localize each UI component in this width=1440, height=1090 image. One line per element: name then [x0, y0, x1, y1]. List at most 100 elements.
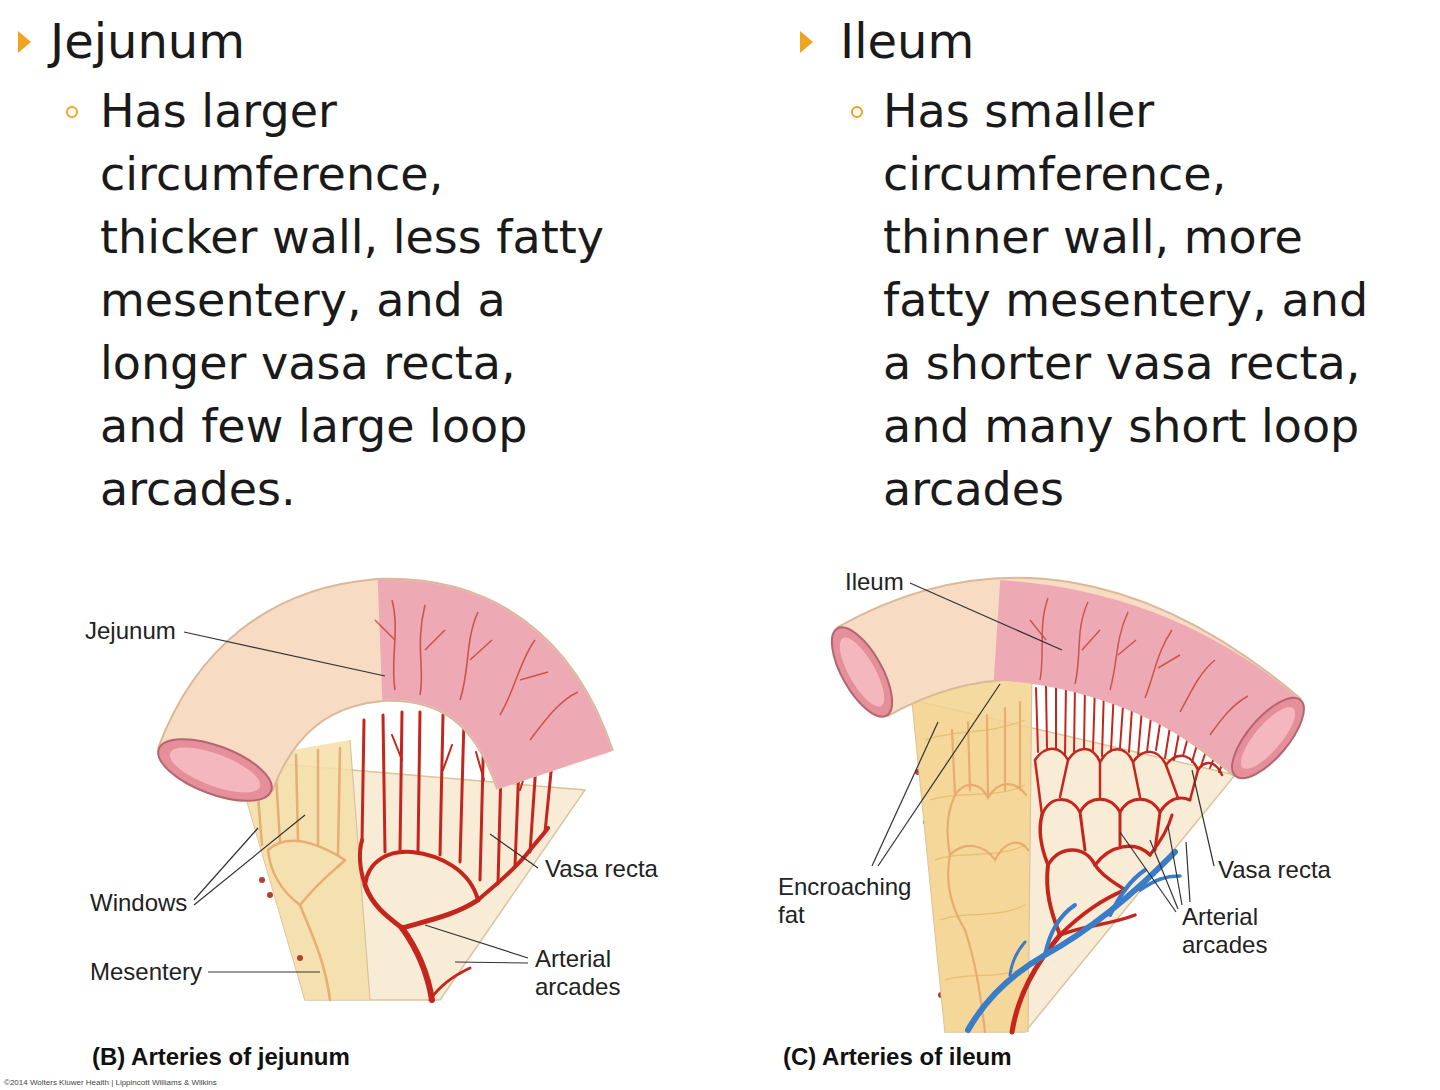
ileum-artery	[1035, 760, 1198, 815]
jejunum-wall-vessel	[420, 605, 425, 695]
jejunum-mesentery	[235, 740, 585, 1000]
jejunum-tube	[150, 640, 555, 814]
bullet-marker	[800, 31, 813, 53]
bullet-marker	[67, 107, 77, 117]
ileum-wall-vessel	[1040, 598, 1048, 680]
bullet-heading: Jejunum	[50, 12, 245, 70]
label-holder: Arterial arcades	[1182, 903, 1302, 959]
ileum-vein	[1010, 942, 1025, 975]
leader-line	[194, 828, 258, 900]
ileum-vein	[1045, 905, 1075, 955]
label-holder: (C) Arteries of ileum	[783, 1043, 1011, 1071]
jejunum-tube	[164, 738, 265, 802]
jejunum-wall-vessel	[375, 600, 578, 740]
ileum-artery	[1040, 815, 1048, 865]
leader-line	[455, 962, 528, 963]
leader-line	[872, 583, 1214, 912]
leader-line	[490, 834, 538, 868]
bullet-text: Has larger circumference, thicker wall, …	[100, 80, 613, 521]
label-holder: Has larger circumference, thicker wall, …	[100, 80, 613, 521]
part-label: Encroaching fat	[778, 873, 918, 929]
jejunum-faded-vessel	[300, 860, 345, 905]
part-label: Arterial arcades	[1182, 903, 1302, 959]
label-holder: Jejunum	[50, 12, 245, 70]
leader-line	[184, 632, 385, 676]
leader-line	[878, 684, 1000, 866]
leader-line	[1192, 770, 1214, 866]
ileum-vein	[1140, 876, 1180, 890]
ileum-wall-vessel	[1075, 602, 1088, 684]
jejunum-artery	[360, 828, 548, 1000]
part-label: Ileum	[845, 568, 904, 596]
leader-line	[1168, 826, 1182, 905]
jejunum-artery	[360, 840, 365, 885]
ileum-wall-vessel	[1145, 630, 1172, 698]
label-holder: Ileum	[845, 568, 904, 596]
ileum-wall-vessel	[1210, 696, 1248, 735]
ileum-artery	[1060, 890, 1125, 935]
encroaching-fat	[925, 720, 1025, 980]
bullet-heading: Ileum	[840, 12, 974, 70]
ileum-tube	[862, 629, 1268, 738]
jejunum-wall-vessel	[392, 600, 395, 690]
figure-caption: (B) Arteries of jejunum	[92, 1043, 350, 1071]
leader-line	[872, 722, 938, 866]
label-holder: Vasa recta	[545, 855, 658, 883]
figure-caption: (C) Arteries of ileum	[783, 1043, 1011, 1071]
jejunum-tube	[215, 640, 555, 770]
part-label: Mesentery	[90, 958, 202, 986]
jejunum-faded-vessel	[268, 841, 345, 860]
part-label: Arterial arcades	[535, 945, 655, 1001]
copyright-note: ©2014 Wolters Kluwer Health | Lippincott…	[4, 1078, 217, 1088]
part-label: Windows	[90, 889, 187, 917]
label-holder: (B) Arteries of jejunum	[92, 1043, 350, 1071]
ileum-artery	[1080, 812, 1160, 850]
leader-line	[194, 815, 305, 905]
label-holder: Has smaller circumference, thinner wall,…	[883, 80, 1393, 521]
jejunum-artery	[365, 885, 402, 928]
label-holder: ©2014 Wolters Kluwer Health | Lippincott…	[4, 1078, 217, 1088]
jejunum-wall-vessel	[375, 620, 548, 680]
jejunum-faded-vessel	[300, 905, 330, 1000]
ileum-tube	[1220, 687, 1315, 789]
bullet-text: Has smaller circumference, thinner wall,…	[883, 80, 1393, 521]
ileum-artery	[1012, 749, 1222, 1032]
leader-line	[208, 971, 320, 972]
ileum-vein	[968, 852, 1175, 1030]
jejunum-artery	[478, 828, 548, 900]
lymph-node	[297, 955, 303, 961]
ileum-faded-vessel	[952, 702, 1020, 798]
jejunum-artery	[402, 928, 432, 1000]
jejunum-tube	[215, 640, 555, 770]
leader-line	[1120, 832, 1176, 912]
ileum-faded-vessel	[948, 843, 1028, 930]
ileum-wall-vessel	[1030, 598, 1248, 735]
jejunum-tube	[150, 726, 279, 813]
leader-line	[425, 925, 528, 958]
jejunum-artery	[402, 900, 478, 928]
ileum-tube	[820, 619, 904, 726]
ileum-tube	[1233, 700, 1303, 776]
label-holder: Encroaching fat	[778, 873, 918, 929]
label-holder: Vasa recta	[1218, 856, 1331, 884]
jejunum-faded-vessel	[268, 850, 300, 905]
leader-line	[1150, 840, 1178, 909]
ileum-vein	[968, 852, 1180, 1030]
part-label: Jejunum	[85, 617, 176, 645]
label-holder: Jejunum	[85, 617, 176, 645]
lymph-node	[259, 877, 265, 883]
leader-line	[1186, 842, 1190, 902]
label-holder: Ileum	[840, 12, 974, 70]
ileum-tube	[832, 632, 893, 713]
ileum-wall-vessel	[1180, 660, 1215, 712]
jejunum-artery	[430, 968, 470, 1000]
label-holder: Mesentery	[90, 958, 202, 986]
ileum-tube	[820, 619, 1316, 789]
encroaching-fat	[925, 720, 1025, 980]
lymph-node	[267, 892, 273, 898]
ileum-wall-vessel	[1110, 612, 1128, 690]
ileum-artery	[1042, 798, 1190, 815]
ileum-artery	[1048, 850, 1125, 890]
bullet-marker	[18, 31, 31, 53]
